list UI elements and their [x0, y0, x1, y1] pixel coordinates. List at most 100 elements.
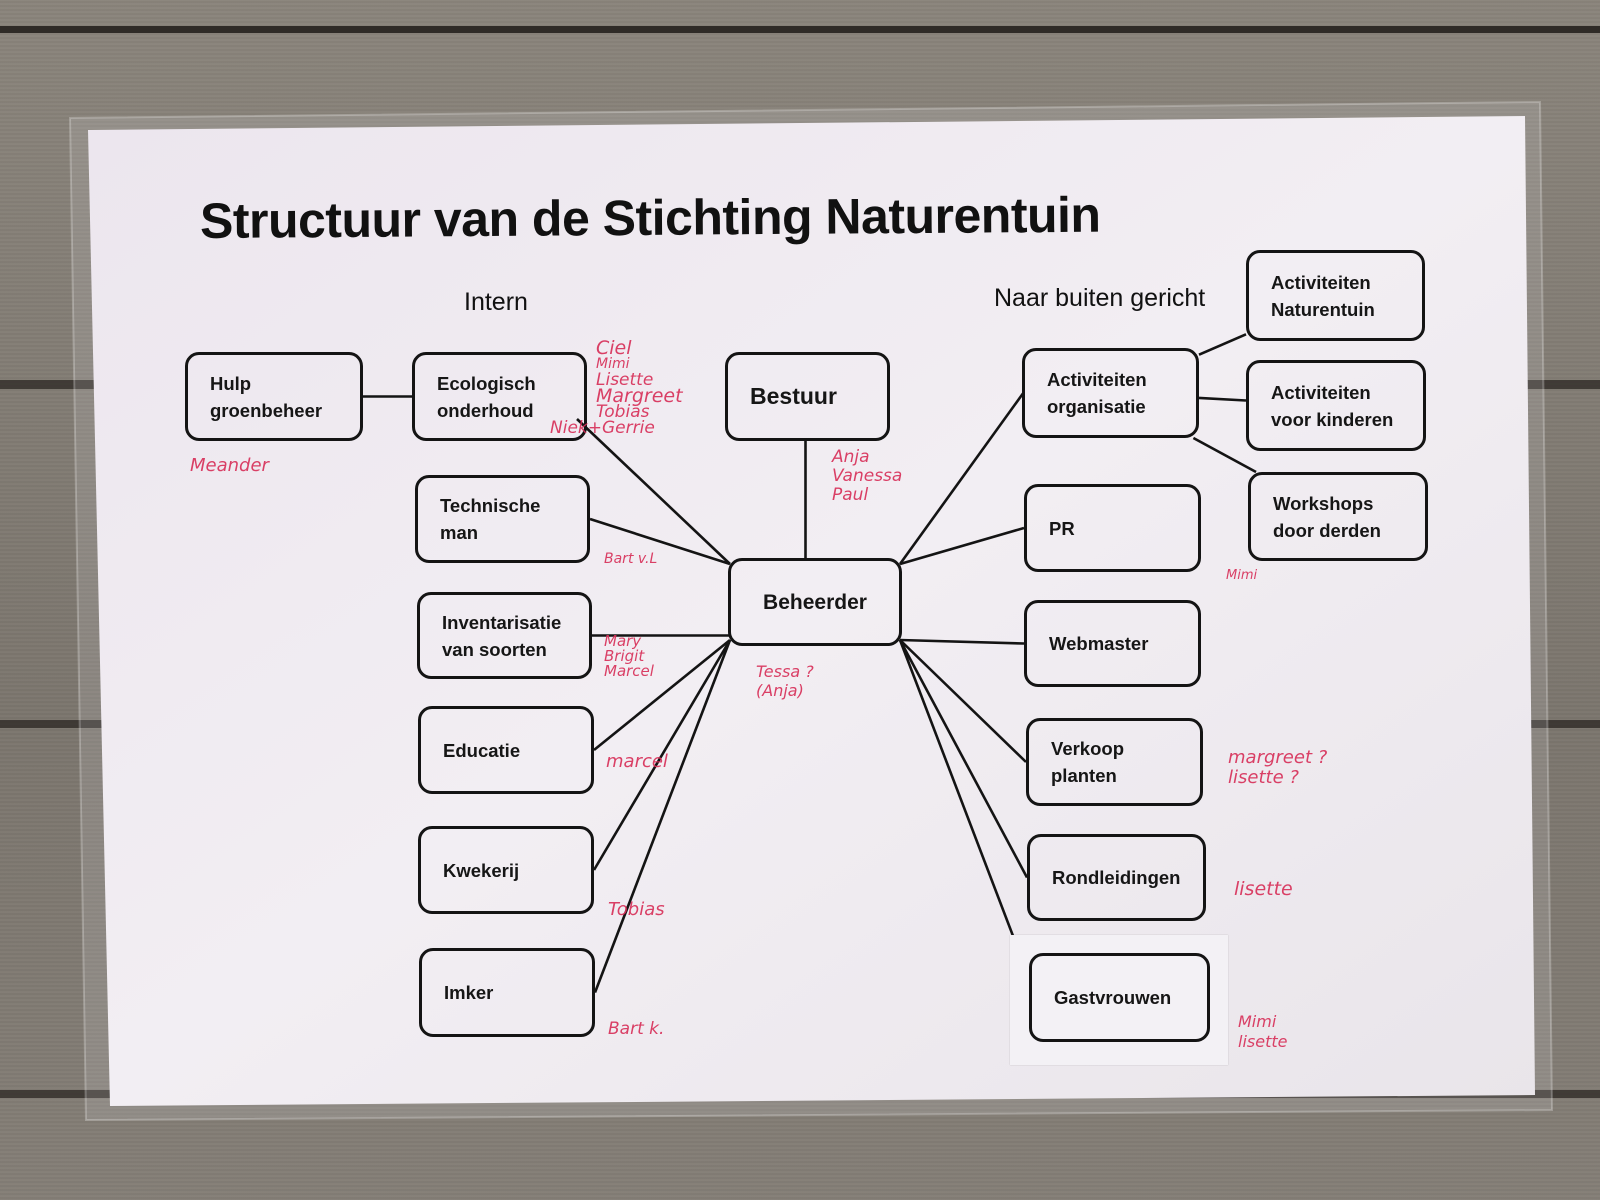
connector-activiteiten_organisatie-activiteiten_kinderen — [1198, 396, 1247, 402]
node-label: onderhoud — [437, 399, 534, 421]
node-ecologisch-onderhoud: Ecologisch onderhoud — [412, 352, 587, 441]
connector-beheerder-technische_man — [589, 517, 731, 566]
annotation-name: Ciel — [596, 337, 632, 359]
annotation-name: Mimi — [596, 356, 630, 372]
annotation-imker: Bart k. — [608, 1020, 664, 1039]
annotation-name: Margreet — [596, 385, 683, 407]
node-label: Bestuur — [750, 383, 837, 409]
node-webmaster: Webmaster — [1024, 600, 1201, 687]
annotation-bestuur: Anja Vanessa Paul — [832, 448, 902, 505]
node-label: Activiteiten — [1047, 369, 1147, 390]
node-label: man — [440, 522, 479, 543]
node-label: Technische — [440, 495, 541, 516]
annotation-name: Mimi — [1238, 1012, 1277, 1031]
node-label: Naturentuin — [1271, 298, 1375, 320]
node-kwekerij: Kwekerij — [418, 826, 594, 914]
annotation-name: Bart k. — [608, 1019, 665, 1039]
connector-beheerder-rondleidingen — [898, 639, 1029, 879]
node-label: van soorten — [442, 638, 547, 660]
connector-activiteiten_organisatie-activiteiten_naturentuin — [1198, 333, 1247, 356]
section-heading-intern: Intern — [464, 288, 528, 316]
connector-beheerder-imker — [593, 639, 732, 993]
node-label: organisatie — [1047, 396, 1146, 417]
connector-lines — [363, 333, 1257, 993]
annotation-gastvrouwen: Mimi lisette — [1238, 1012, 1287, 1052]
annotation-name: Meander — [190, 455, 269, 476]
annotation-name: Mary — [604, 632, 642, 650]
annotation-beheerder: Tessa ? (Anja) — [756, 662, 814, 700]
node-label: Rondleidingen — [1052, 867, 1181, 888]
node-label: Beheerder — [763, 590, 867, 614]
node-rondleidingen: Rondleidingen — [1027, 834, 1206, 921]
node-label: Kwekerij — [443, 859, 520, 881]
node-inventarisatie: Inventarisatie van soorten — [417, 592, 592, 679]
annotation-name: Tobias — [596, 402, 650, 422]
node-label: Activiteiten — [1271, 271, 1371, 293]
node-label: Activiteiten — [1271, 381, 1371, 403]
node-label: Hulp — [210, 372, 252, 394]
node-imker: Imker — [419, 948, 595, 1037]
connector-beheerder-activiteiten_organisatie — [898, 391, 1026, 565]
connector-activiteiten_organisatie-workshops — [1192, 436, 1257, 474]
annotation-name: (Anja) — [756, 681, 804, 700]
annotation-name: Paul — [832, 485, 869, 505]
annotation-name: lisette — [1238, 1032, 1288, 1051]
annotation-name: lisette — [1234, 878, 1293, 900]
annotation-name: Marcel — [604, 662, 654, 680]
node-verkoop-planten: Verkoop planten — [1026, 718, 1203, 806]
node-label: groenbeheer — [210, 399, 323, 421]
annotation-name: Vanessa — [832, 466, 903, 486]
connector-beheerder-kwekerij — [592, 639, 732, 871]
connector-beheerder-gastvrouwen — [898, 639, 1033, 984]
annotation-educatie: marcel — [606, 752, 668, 771]
node-label: Ecologisch — [437, 372, 536, 394]
annotation-pr: Mimi — [1226, 566, 1257, 585]
node-beheerder: Beheerder — [728, 558, 902, 646]
annotation-name: Tobias — [608, 899, 665, 920]
connector-beheerder-educatie — [593, 638, 731, 752]
node-label: voor kinderen — [1271, 408, 1394, 430]
node-label: door derden — [1273, 519, 1381, 541]
annotation-verkoop-planten: margreet ? lisette ? — [1228, 748, 1327, 788]
node-activiteiten-kinderen: Activiteiten voor kinderen — [1246, 360, 1426, 451]
plank-gap — [0, 26, 1600, 33]
annotation-hulp-groenbeheer: Meander — [190, 456, 269, 475]
annotation-name: marcel — [606, 751, 668, 772]
annotation-name: Mimi — [1226, 568, 1258, 583]
node-educatie: Educatie — [418, 706, 594, 794]
annotation-name: Brigit — [604, 647, 645, 665]
annotation-name: Lisette — [596, 370, 654, 390]
annotation-rondleidingen: lisette — [1234, 880, 1293, 899]
annotation-kwekerij: Tobias — [608, 900, 665, 919]
node-technische-man: Technische man — [415, 475, 590, 563]
node-label: Webmaster — [1049, 633, 1149, 654]
node-gastvrouwen: Gastvrouwen — [1029, 953, 1210, 1042]
connector-beheerder-webmaster — [899, 638, 1025, 645]
annotation-inventarisatie: Mary Brigit Marcel — [604, 634, 654, 679]
annotation-ecologisch-onderhoud: Ciel Mimi Lisette Margreet Tobias Niek+G… — [550, 337, 683, 437]
node-label: Educatie — [443, 739, 521, 761]
annotation-name: Niek+Gerrie — [550, 418, 655, 438]
node-pr: PR — [1024, 484, 1201, 572]
annotation-name: margreet ? — [1228, 747, 1328, 768]
node-activiteiten-organisatie: Activiteiten organisatie — [1022, 348, 1199, 438]
annotation-name: Bart v.L — [604, 551, 658, 567]
node-label: planten — [1051, 765, 1117, 786]
node-bestuur: Bestuur — [725, 352, 890, 441]
node-label: Verkoop — [1051, 738, 1124, 759]
paper-sheet — [88, 116, 1535, 1106]
node-label: Imker — [444, 982, 494, 1003]
annotation-name: Tessa ? — [756, 662, 814, 681]
connector-beheerder-pr — [899, 526, 1025, 566]
connector-beheerder-ecologisch_onderhoud — [576, 418, 731, 565]
section-heading-extern: Naar buiten gericht — [994, 284, 1206, 312]
annotation-technische-man: Bart v.L — [604, 550, 657, 569]
annotation-name: lisette ? — [1228, 767, 1299, 788]
annotation-name: Anja — [832, 447, 870, 467]
node-label: Inventarisatie — [442, 611, 562, 633]
node-label: PR — [1049, 517, 1075, 539]
node-hulp-groenbeheer: Hulp groenbeheer — [185, 352, 363, 441]
